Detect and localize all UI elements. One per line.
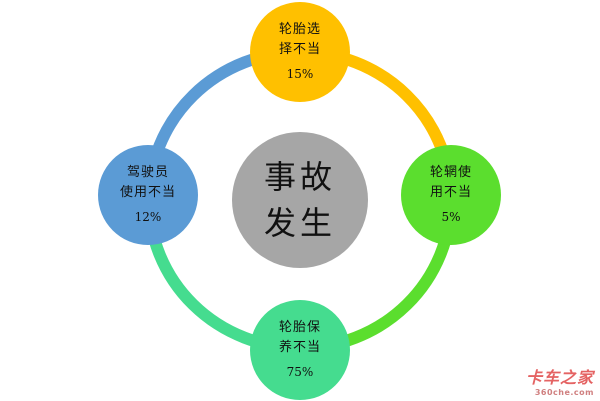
node-rim-usage: 轮辋使 用不当 5%: [401, 145, 501, 245]
node-percentage: 12%: [134, 210, 162, 224]
node-percentage: 5%: [441, 210, 461, 224]
watermark-sub-text: 360che.com: [534, 388, 594, 397]
node-label-line2: 使用不当: [119, 185, 176, 200]
center-label-line1: 事故: [263, 158, 336, 196]
center-label-line2: 发生: [263, 204, 336, 242]
center-node-accident: 事故 发生: [232, 132, 368, 268]
node-percentage: 15%: [286, 67, 314, 81]
node-tire-selection: 轮胎选 择不当 15%: [250, 2, 350, 102]
node-label-line2: 用不当: [429, 185, 472, 200]
node-label-line1: 轮胎保: [278, 320, 321, 335]
node-label-line2: 养不当: [278, 340, 321, 355]
node-label-line1: 驾驶员: [126, 165, 169, 180]
node-label-line2: 择不当: [278, 42, 321, 57]
watermark-logo: 卡车之家 360che.com: [526, 364, 594, 397]
watermark-main-text: 卡车之家: [525, 368, 594, 387]
node-label-line1: 轮胎选: [278, 22, 321, 37]
node-tire-maintenance: 轮胎保 养不当 75%: [250, 300, 350, 400]
node-driver-usage: 驾驶员 使用不当 12%: [98, 145, 198, 245]
node-percentage: 75%: [286, 365, 314, 379]
node-label-line1: 轮辋使: [429, 165, 472, 180]
